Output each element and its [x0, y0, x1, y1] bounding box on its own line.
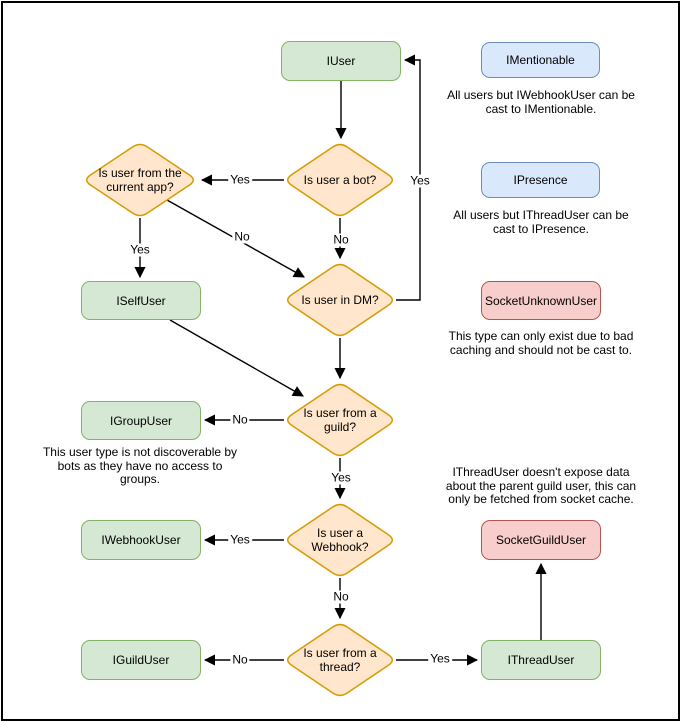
- note-ipresence: All users but IThreadUser can be cast to…: [453, 208, 629, 236]
- decision-is-user-in-dm-label: Is user in DM?: [301, 293, 379, 307]
- node-igroupuser: IGroupUser: [81, 401, 201, 440]
- node-iselfuser-label: ISelfUser: [116, 293, 166, 308]
- edge-label-guild-yes: Yes: [329, 470, 353, 485]
- decision-is-user-from-thread-shape: [286, 623, 394, 697]
- node-imentionable: IMentionable: [481, 42, 600, 78]
- decision-is-user-a-webhook-label: Is user a Webhook?: [311, 526, 369, 554]
- decision-is-user-from-guild-label: Is user from a guild?: [303, 406, 377, 434]
- node-igroupuser-label: IGroupUser: [109, 413, 173, 428]
- node-ithreaduser: IThreadUser: [481, 640, 601, 680]
- decision-is-user-in-dm-shape: [286, 263, 394, 337]
- edge-label-bot-no: No: [331, 232, 351, 247]
- decision-is-user-from-guild-shape: [286, 383, 394, 457]
- node-ipresence: IPresence: [481, 162, 600, 198]
- decision-is-user-from-current-app-label: Is user from the current app?: [98, 166, 182, 194]
- node-iwebhookuser-label: IWebhookUser: [101, 533, 181, 547]
- arrow-iselfuser-to-guild: [169, 319, 304, 397]
- decision-is-user-a-bot-shape: [286, 143, 394, 217]
- edge-label-webhook-no: No: [331, 589, 351, 604]
- edge-label-thread-no: No: [230, 652, 250, 667]
- node-iselfuser: ISelfUser: [81, 281, 201, 320]
- note-ithreaduser: IThreadUser doesn't expose data about th…: [445, 465, 637, 506]
- edge-label-app-no: No: [232, 229, 252, 244]
- edge-label-thread-yes: Yes: [428, 651, 452, 666]
- edge-label-app-yes: Yes: [128, 242, 152, 257]
- edge-label-bot-yes: Yes: [228, 172, 252, 187]
- note-imentionable: All users but IWebhookUser can be cast t…: [447, 88, 635, 116]
- node-iwebhookuser: IWebhookUser: [81, 520, 201, 560]
- edge-label-webhook-yes: Yes: [228, 532, 252, 547]
- decision-is-user-from-thread-label: Is user from a thread?: [303, 646, 377, 674]
- node-ithreaduser-label: IThreadUser: [507, 653, 575, 667]
- note-socketunknownuser: This type can only exist due to bad cach…: [448, 329, 634, 357]
- node-iguilduser: IGuildUser: [81, 640, 201, 680]
- note-igroupuser: This user type is not discoverable by bo…: [42, 445, 238, 486]
- node-imentionable-label: IMentionable: [506, 53, 575, 67]
- decision-is-user-a-webhook-shape: [286, 503, 394, 577]
- node-socketguilduser-label: SocketGuildUser: [495, 533, 587, 547]
- edge-label-dm-yes: Yes: [408, 173, 432, 188]
- node-iguilduser-label: IGuildUser: [112, 653, 170, 667]
- node-socketguilduser: SocketGuildUser: [481, 520, 601, 560]
- decision-is-user-a-bot-label: Is user a bot?: [303, 173, 377, 187]
- node-iuser: IUser: [281, 41, 401, 81]
- edge-label-guild-no: No: [230, 412, 250, 427]
- node-ipresence-label: IPresence: [513, 173, 568, 187]
- node-socketunknownuser: SocketUnknownUser: [481, 281, 601, 320]
- decision-is-user-from-current-app-shape: [86, 143, 194, 217]
- node-iuser-label: IUser: [326, 54, 356, 68]
- node-socketunknownuser-label: SocketUnknownUser: [484, 293, 598, 308]
